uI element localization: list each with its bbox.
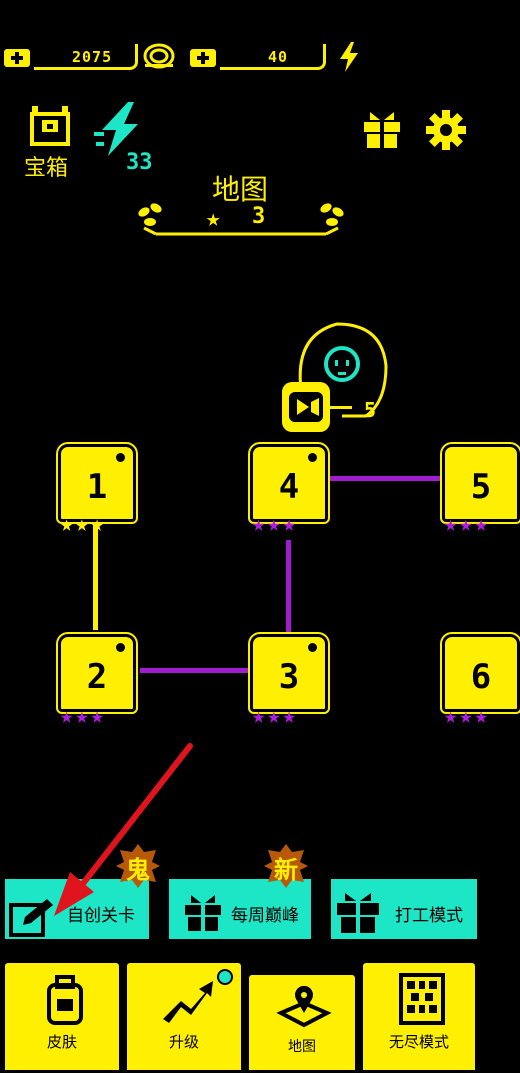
badge-burst-icon	[116, 844, 160, 888]
tab-upgrade-label: 升级	[168, 1033, 199, 1051]
level-dot	[308, 643, 317, 652]
map-header-frame	[138, 203, 344, 236]
settings-gear-icon[interactable]	[426, 110, 466, 150]
level-number: 4	[278, 467, 300, 507]
map-pin-icon	[276, 985, 332, 1028]
tutorial-arrow	[54, 743, 193, 916]
add-energy-icon[interactable]	[190, 45, 216, 69]
video-reward-count: 5	[364, 398, 377, 422]
endless-mode-icon	[399, 973, 445, 1025]
coins-field	[34, 44, 138, 70]
gift-icon	[185, 895, 221, 931]
boost-icon[interactable]	[94, 102, 146, 164]
new-badge-text: 新	[274, 856, 298, 884]
backpack-icon	[47, 975, 83, 1025]
tab-map[interactable]: 地图	[246, 972, 358, 1073]
level-number: 2	[86, 657, 108, 697]
level-6-stars: ★★★	[444, 704, 490, 729]
level-4-stars: ★★★	[252, 512, 298, 537]
coin-stack-icon	[143, 43, 175, 69]
tab-map-label: 地图	[288, 1039, 316, 1055]
character-bubble[interactable]	[282, 316, 392, 436]
badge-burst-icon	[264, 844, 308, 888]
level-node-3[interactable]: 3	[250, 634, 328, 712]
work-mode-label: 打工模式	[395, 906, 463, 926]
energy-value: 40	[268, 48, 289, 66]
level-node-2[interactable]: 2	[58, 634, 136, 712]
level-1-stars: ★★★	[60, 512, 106, 537]
level-dot	[308, 453, 317, 462]
level-number: 5	[470, 467, 492, 507]
energy-field	[220, 44, 326, 70]
level-dot	[116, 643, 125, 652]
map-star-icon: ★	[206, 204, 221, 232]
level-3-stars: ★★★	[252, 704, 298, 729]
level-number: 1	[86, 467, 108, 507]
gift-icon	[337, 893, 379, 933]
chest-label: 宝箱	[24, 156, 69, 181]
treasure-chest-icon[interactable]	[28, 104, 72, 148]
tab-endless-label: 无尽模式	[388, 1033, 449, 1051]
ghost-badge: 鬼	[116, 844, 160, 888]
tab-skins-label: 皮肤	[46, 1033, 77, 1051]
level-node-5[interactable]: 5	[442, 444, 520, 522]
offscreen-nodes: 5 ★★★ 6 ★★★	[442, 440, 520, 740]
level-node-6[interactable]: 6	[442, 634, 520, 712]
path-1-2	[93, 520, 98, 630]
level-node-4[interactable]: 4	[250, 444, 328, 522]
edit-pencil-icon	[9, 899, 53, 937]
gift-icon[interactable]	[362, 110, 402, 150]
path-4-5	[330, 476, 442, 481]
video-connector	[330, 406, 352, 409]
level-number: 6	[470, 657, 492, 697]
map-title: 地图	[211, 173, 268, 206]
tab-upgrade[interactable]: 升级	[124, 960, 244, 1073]
add-coins-icon[interactable]	[4, 45, 30, 69]
create-level-label: 自创关卡	[67, 906, 135, 926]
path-2-3	[140, 668, 250, 673]
weekly-peak-label: 每周巅峰	[231, 906, 299, 926]
level-node-1[interactable]: 1	[58, 444, 136, 522]
level-2-stars: ★★★	[60, 704, 106, 729]
level-number: 3	[278, 657, 300, 697]
new-badge: 新	[264, 844, 308, 888]
watch-video-button[interactable]	[282, 382, 330, 432]
boost-count: 33	[126, 150, 153, 175]
tab-endless[interactable]: 无尽模式	[360, 960, 478, 1073]
level-5-stars: ★★★	[444, 512, 490, 537]
map-star-count: 3	[252, 204, 266, 229]
upgrade-arrow-icon	[163, 981, 213, 1023]
tab-skins[interactable]: 皮肤	[2, 960, 122, 1073]
path-3-4	[286, 540, 291, 632]
ghost-badge-text: 鬼	[126, 856, 150, 884]
video-play-icon	[289, 392, 323, 422]
work-mode-button[interactable]: 打工模式	[328, 876, 480, 942]
level-dot	[116, 453, 125, 462]
lightning-icon	[340, 42, 358, 72]
notification-dot	[217, 969, 233, 985]
coins-value: 2075	[72, 48, 113, 66]
weekly-peak-button[interactable]: 每周巅峰	[166, 876, 314, 942]
